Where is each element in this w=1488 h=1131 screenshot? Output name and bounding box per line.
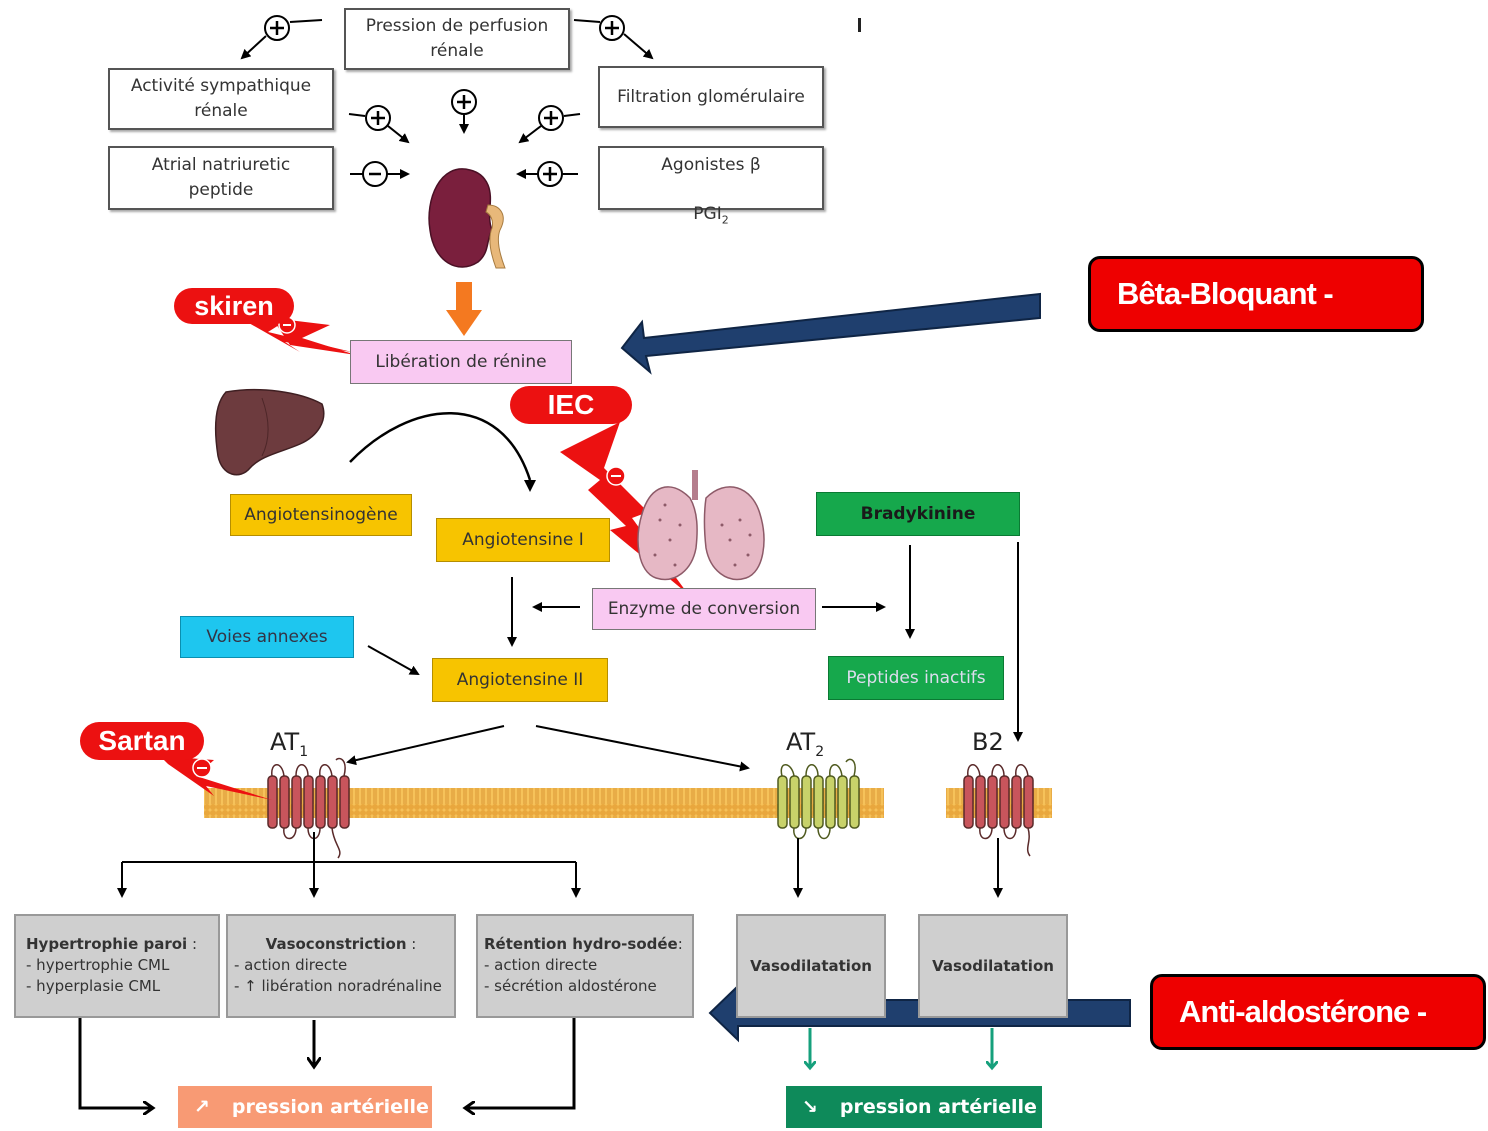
agonistes-line2: PGI — [693, 203, 722, 224]
retention-line1: - action directe — [484, 956, 598, 974]
anp-minus-sign — [350, 161, 410, 187]
pression-arterielle-up-box: ↗ pression artérielle — [178, 1086, 432, 1128]
pression-perfusion-box: Pression de perfusion rénale — [344, 8, 570, 70]
beta-bloquant-label: Bêta-Bloquant - — [1088, 256, 1424, 332]
renin-cleavage-arrow — [349, 412, 532, 481]
vasoconstriction-line2: - ↑ libération noradrénaline — [234, 977, 442, 995]
pression-arterielle-down-text: pression artérielle — [839, 1096, 1037, 1118]
hypertrophie-line1: - hypertrophie CML — [26, 956, 170, 974]
filtration-glomerulaire-box: Filtration glomérulaire — [598, 66, 824, 128]
skiren-bolt-icon — [240, 316, 356, 355]
stray-mark — [858, 18, 861, 32]
skiren-label: skiren — [174, 288, 294, 324]
sympathetic-kidney-plus-sign — [348, 105, 410, 144]
agonistes-sub: 2 — [721, 213, 729, 227]
agonistes-plus-sign — [516, 161, 578, 187]
angiotensinogene-box: Angiotensinogène — [230, 494, 412, 536]
vasoconstriction-title: Vasoconstriction — [265, 935, 407, 953]
vasoconstriction-colon: : — [406, 935, 417, 953]
bradykinine-box: Bradykinine — [816, 492, 1020, 536]
voies-annexes-arrow — [367, 645, 420, 675]
vasodilatation-at2-box: Vasodilatation — [736, 914, 886, 1018]
enzyme-conversion-box: Enzyme de conversion — [592, 588, 816, 630]
at1-receptor-icon — [267, 757, 350, 859]
voies-annexes-box: Voies annexes — [180, 616, 354, 658]
b2-label: B2 — [972, 728, 1004, 756]
arrow-up-icon: ↗ — [194, 1096, 210, 1118]
hypertrophie-box: Hypertrophie paroi : - hypertrophie CML … — [14, 914, 220, 1018]
vasoconstriction-box: Vasoconstriction : - action directe - ↑ … — [226, 914, 456, 1018]
hypertrophie-line2: - hyperplasie CML — [26, 977, 161, 995]
agonistes-box: Agonistes β PGI2 — [598, 146, 824, 226]
perfusion-plus-sign — [451, 89, 477, 134]
anp-box: Atrial natriuretic peptide — [108, 146, 334, 210]
beta-bloquant-arrow — [620, 292, 1041, 375]
cell-membrane-b2 — [946, 788, 1052, 818]
at2-label: AT2 — [786, 728, 825, 760]
peptides-inactifs-box: Peptides inactifs — [828, 656, 1004, 700]
activite-sympathique-box: Activité sympathique rénale — [108, 68, 334, 130]
hypertrophie-title: Hypertrophie paroi — [26, 935, 188, 953]
retention-colon: : — [677, 935, 683, 953]
agonistes-line1: Agonistes β — [661, 154, 761, 175]
vasodilatation-b2-box: Vasodilatation — [918, 914, 1068, 1018]
anti-aldosterone-label: Anti-aldostérone - — [1150, 974, 1486, 1050]
sartan-label: Sartan — [80, 722, 204, 760]
at1-label: AT1 — [270, 728, 309, 760]
sympathetic-plus-sign — [240, 15, 323, 60]
at2-receptor-icon — [777, 758, 860, 840]
pression-arterielle-up-text: pression artérielle — [231, 1096, 429, 1118]
retention-line2: - sécrétion aldostérone — [484, 977, 657, 995]
liver-icon — [214, 388, 325, 476]
ang2-to-at1-arrow — [346, 725, 505, 766]
angiotensine2-box: Angiotensine II — [432, 658, 608, 702]
ang2-to-at2-arrow — [535, 725, 750, 772]
at1-sub: 1 — [299, 743, 309, 760]
lungs-icon — [637, 470, 765, 581]
filtration-kidney-plus-sign — [518, 105, 581, 144]
vasoconstriction-line1: - action directe — [234, 956, 348, 974]
kidney-icon — [428, 168, 506, 269]
hypertrophie-colon: : — [187, 935, 197, 953]
iec-label: IEC — [510, 386, 632, 424]
retention-to-pa-arrow — [466, 1018, 576, 1108]
hypertrophie-to-pa-arrow — [78, 1018, 152, 1108]
retention-box: Rétention hydro-sodée: - action directe … — [476, 914, 694, 1018]
retention-title: Rétention hydro-sodée — [484, 935, 678, 953]
liberation-renine-box: Libération de rénine — [350, 340, 572, 384]
sartan-bolt-icon — [160, 756, 272, 800]
b2-receptor-icon — [963, 764, 1034, 857]
kidney-to-renin-arrow — [446, 282, 482, 336]
angiotensine1-box: Angiotensine I — [436, 518, 610, 562]
filtration-plus-sign — [573, 15, 654, 60]
at2-sub: 2 — [815, 743, 825, 760]
arrow-down-icon: ↘ — [802, 1096, 818, 1118]
pression-arterielle-down-box: ↘ pression artérielle — [786, 1086, 1042, 1128]
